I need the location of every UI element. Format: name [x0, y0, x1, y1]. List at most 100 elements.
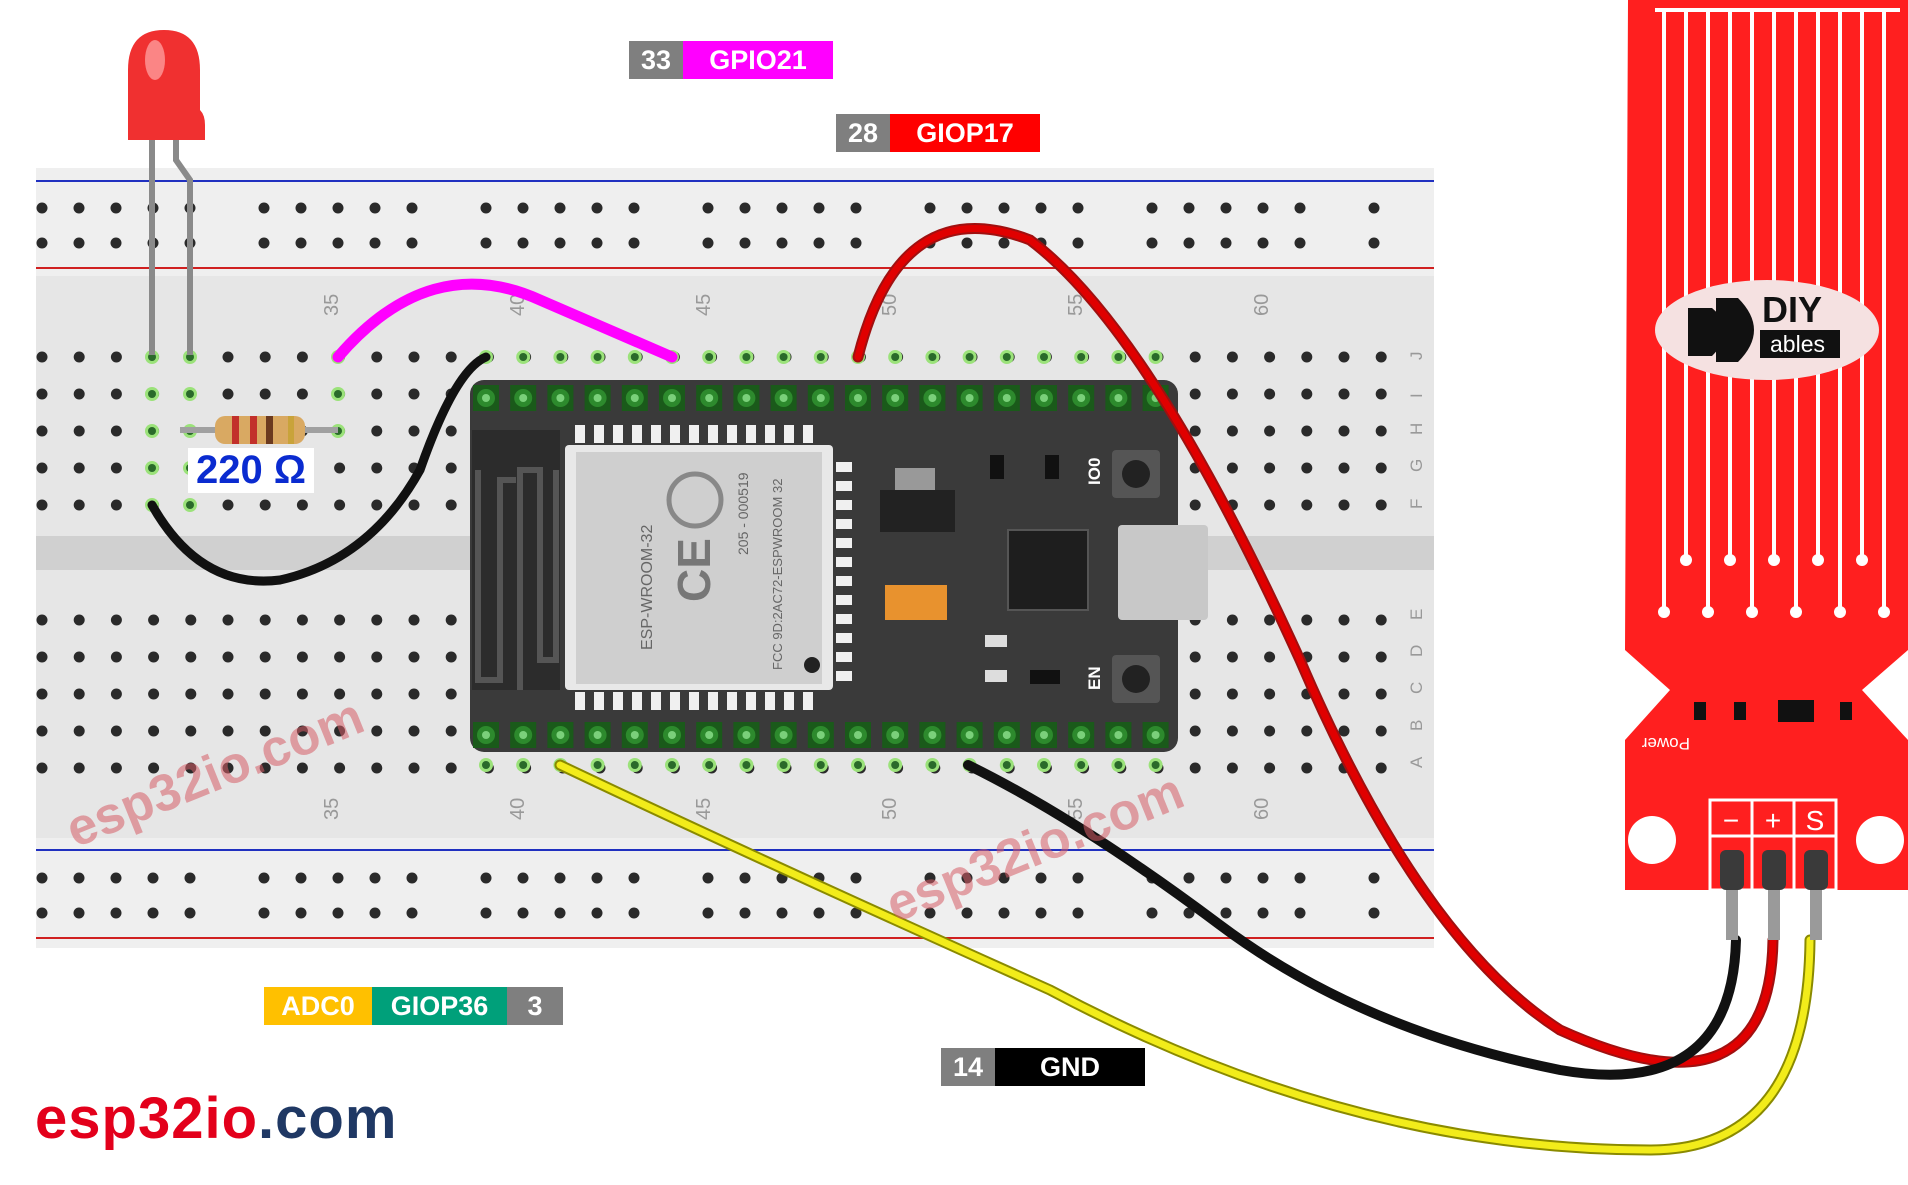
rail-hole	[1146, 237, 1158, 249]
module-dot	[804, 657, 820, 673]
breadboard-hole	[148, 614, 160, 626]
row-letter: F	[1407, 499, 1426, 509]
sensor-traces	[1655, 8, 1900, 618]
en-button-cap	[1122, 665, 1150, 693]
breadboard-hole	[259, 614, 271, 626]
module-castellations	[575, 425, 852, 710]
breadboard-hole	[1338, 499, 1350, 511]
rail-hole	[1035, 872, 1047, 884]
rail-hole	[369, 237, 381, 249]
breadboard-hole	[445, 462, 457, 474]
rail-hole	[295, 907, 307, 919]
breadboard-hole	[1375, 351, 1387, 363]
smd-component	[1030, 670, 1060, 684]
castellation	[836, 633, 852, 643]
sensor-trace-end	[1834, 606, 1846, 618]
breadboard-hole	[1301, 614, 1313, 626]
breadboard-hole	[259, 651, 271, 663]
rail-hole	[850, 907, 862, 919]
connected-hole-center	[928, 761, 937, 769]
rail-hole	[702, 202, 714, 214]
antenna-area	[472, 430, 560, 690]
breadboard-hole	[1375, 688, 1387, 700]
pin-name: GND	[995, 1048, 1145, 1086]
button-label: IO0	[1085, 458, 1104, 485]
breadboard-hole	[371, 351, 383, 363]
regulator-tab	[895, 468, 935, 490]
pin-number: 33	[629, 41, 683, 79]
breadboard-hole	[408, 351, 420, 363]
connected-hole-center	[705, 353, 714, 361]
header-pin-center	[556, 394, 565, 402]
breadboard-hole	[1375, 651, 1387, 663]
castellation	[689, 692, 699, 710]
breadboard-hole	[1338, 351, 1350, 363]
breadboard-hole	[1264, 351, 1276, 363]
breadboard-hole	[110, 388, 122, 400]
rail-hole	[813, 907, 825, 919]
breadboard-hole	[110, 462, 122, 474]
pin-number: 14	[941, 1048, 995, 1086]
breadboard-hole	[36, 499, 48, 511]
rail-hole	[1257, 202, 1269, 214]
wire-gpio21	[332, 278, 678, 363]
rail-hole	[110, 907, 122, 919]
pin-name: GIOP36	[372, 987, 507, 1025]
header-pin-center	[816, 394, 825, 402]
breadboard-hole	[1338, 651, 1350, 663]
breadboard-hole	[1226, 651, 1238, 663]
castellation	[613, 692, 623, 710]
rail-hole	[1257, 872, 1269, 884]
rail-hole	[480, 872, 492, 884]
rail-hole	[628, 872, 640, 884]
breadboard-hole	[148, 725, 160, 737]
breadboard-hole	[110, 499, 122, 511]
row-letters: J I H G F E D C B A	[1407, 352, 1426, 769]
breadboard-hole	[1301, 351, 1313, 363]
rail-hole	[1257, 907, 1269, 919]
antenna-trace	[517, 467, 559, 690]
rail-hole	[1072, 237, 1084, 249]
breadboard-hole	[36, 351, 48, 363]
led-body	[128, 30, 205, 140]
sensor-pin-base	[1804, 850, 1828, 890]
breadboard-hole	[259, 762, 271, 774]
breadboard-hole	[445, 351, 457, 363]
rail-hole	[1183, 872, 1195, 884]
connected-hole-center	[334, 390, 342, 398]
connected-hole-center	[742, 761, 751, 769]
rail-hole	[73, 872, 85, 884]
module-label: ESP-WROOM-32	[639, 525, 656, 650]
smd-component	[1840, 702, 1852, 720]
castellation	[784, 692, 794, 710]
rail-hole	[961, 237, 973, 249]
sensor-trace-end	[1878, 606, 1890, 618]
top-power-rail	[36, 168, 1434, 276]
pin-label-gpio21: 33 GPIO21	[629, 41, 833, 79]
pin-label-giop17: 28 GIOP17	[836, 114, 1040, 152]
castellation	[836, 462, 852, 472]
column-number: 40	[507, 798, 529, 820]
breadboard-hole	[371, 462, 383, 474]
power-label: Power	[1641, 734, 1690, 753]
sensor-pin-base	[1762, 850, 1786, 890]
mounting-hole	[1628, 816, 1676, 864]
breadboard-hole	[334, 614, 346, 626]
header-pin-center	[891, 394, 900, 402]
column-number: 55	[1065, 294, 1087, 316]
header-pin-center	[482, 394, 490, 402]
rail-hole	[1294, 237, 1306, 249]
header-pin-center	[965, 394, 974, 402]
breadboard-hole	[1375, 614, 1387, 626]
breadboard-hole	[371, 651, 383, 663]
connected-hole-center	[630, 353, 639, 361]
breadboard-hole	[1338, 614, 1350, 626]
connected-hole-center	[1151, 761, 1160, 769]
breadboard-hole	[371, 614, 383, 626]
header-pin-center	[668, 731, 676, 739]
castellation	[594, 692, 604, 710]
castellation	[765, 692, 775, 710]
header-pin-center	[556, 731, 565, 739]
pin-name: ADC0	[264, 987, 372, 1025]
breadboard-hole	[1189, 762, 1201, 774]
